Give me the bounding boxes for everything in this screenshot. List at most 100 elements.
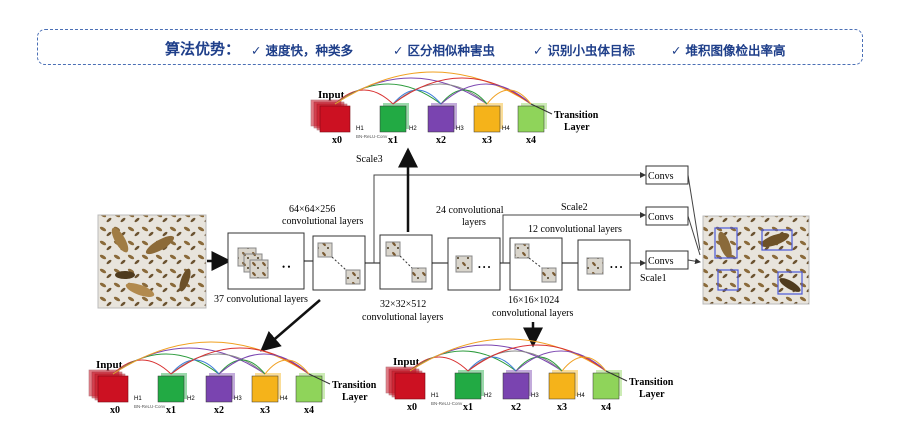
scale2-label: Scale2 — [561, 202, 588, 213]
layer-label: Layer — [564, 122, 590, 133]
stage4-block: • • • — [447, 237, 501, 291]
node-label-x3: x3 — [260, 405, 270, 416]
node-label-x0: x0 — [407, 402, 417, 413]
dense-connection — [170, 347, 310, 375]
scale1-label: Scale1 — [640, 273, 667, 284]
node-label-x4: x4 — [526, 135, 536, 146]
dense-connection — [440, 83, 532, 105]
dense-connection — [392, 89, 442, 105]
banner-item-similar: ✓区分相似种害虫 — [393, 43, 495, 58]
dense-connection — [515, 356, 563, 372]
stage2-block — [312, 235, 366, 291]
node-cube-x1 — [454, 372, 482, 400]
input-label: Input — [393, 356, 420, 368]
banner-item-small: ✓识别小虫体目标 — [533, 43, 635, 58]
input-cube — [319, 105, 351, 133]
node-cube-x1 — [379, 105, 407, 133]
transition-label: Transition — [629, 377, 674, 388]
dense-connection — [112, 359, 172, 375]
node-label-x2: x2 — [214, 405, 224, 416]
transition-arrow — [605, 370, 628, 382]
convs-label-1: Convs — [648, 256, 674, 267]
check-icon: ✓ — [533, 43, 544, 58]
transition-arrow — [308, 373, 331, 385]
label-37: 37 convolutional layers — [214, 294, 308, 305]
node-label-x1: x1 — [388, 135, 398, 146]
transition-label: Transition — [554, 110, 599, 121]
dense-connection — [561, 356, 607, 372]
label-32: 32×32×512 — [380, 299, 426, 310]
h-label-2: H2 — [409, 126, 417, 132]
bn-label: BN-ReLU-Conv — [431, 401, 463, 406]
dots-1: • • — [282, 262, 291, 272]
h-label-3: H3 — [456, 126, 464, 132]
check-icon: ✓ — [671, 43, 682, 58]
node-cube-x4 — [592, 372, 620, 400]
input-image — [97, 214, 207, 309]
bn-label: BN-ReLU-Conv — [356, 134, 388, 139]
label-16b: convolutional layers — [492, 308, 573, 319]
node-cube-x1 — [157, 375, 185, 403]
label-32b: convolutional layers — [362, 312, 443, 323]
stage3-block — [379, 234, 433, 290]
dense-connection — [264, 359, 310, 375]
node-cube-x4 — [517, 105, 545, 133]
label-12: 12 convolutional layers — [528, 224, 622, 235]
h-label-4: H4 — [280, 396, 288, 402]
dense-connection — [218, 359, 266, 375]
input-label: Input — [318, 89, 345, 101]
advantages-banner: 算法优势： ✓速度快，种类多 ✓区分相似种害虫 ✓识别小虫体目标 ✓堆积图像检出… — [37, 29, 863, 65]
convs-box-3 — [645, 165, 689, 185]
h-label-3: H3 — [234, 396, 242, 402]
h-label-1: H1 — [134, 396, 142, 402]
h-label-1: H1 — [356, 126, 364, 132]
dense-connection — [467, 356, 517, 372]
h-label-1: H1 — [431, 393, 439, 399]
stage5-block — [509, 237, 563, 291]
node-cube-x2 — [427, 105, 455, 133]
output-image — [702, 215, 810, 305]
dense-connection — [486, 89, 532, 105]
banner-title: 算法优势： — [165, 40, 241, 58]
transition-arrow — [530, 103, 553, 115]
h-label-4: H4 — [577, 393, 585, 399]
node-label-x0: x0 — [110, 405, 120, 416]
input-label: Input — [96, 359, 123, 371]
node-cube-x2 — [205, 375, 233, 403]
node-cube-x3 — [548, 372, 576, 400]
stage6-block: • • • — [577, 239, 631, 291]
branch-lines — [373, 172, 701, 266]
dense-connection — [334, 89, 394, 105]
transition-label: Transition — [332, 380, 377, 391]
node-label-x4: x4 — [601, 402, 611, 413]
h-label-2: H2 — [187, 396, 195, 402]
banner-item-speed: ✓速度快，种类多 — [251, 43, 353, 58]
svg-text:• • •: • • • — [610, 263, 623, 272]
dense-connection — [409, 356, 469, 372]
node-label-x2: x2 — [436, 135, 446, 146]
h-label-2: H2 — [484, 393, 492, 399]
scale3-label: Scale3 — [356, 154, 383, 165]
node-label-x3: x3 — [557, 402, 567, 413]
label-64b: convolutional layers — [282, 216, 363, 227]
node-label-x3: x3 — [482, 135, 492, 146]
node-label-x4: x4 — [304, 405, 314, 416]
layer-label: Layer — [639, 389, 665, 400]
banner-item-stacked: ✓堆积图像检出率高 — [671, 43, 786, 58]
dense-connection — [515, 350, 607, 372]
check-icon: ✓ — [251, 43, 262, 58]
dense-connection — [170, 359, 220, 375]
arrow-down-left — [260, 299, 321, 352]
dense-connection — [409, 338, 607, 372]
node-cube-x4 — [295, 375, 323, 403]
node-cube-x2 — [502, 372, 530, 400]
input-cube — [394, 372, 426, 400]
label-64: 64×64×256 — [289, 204, 335, 215]
convs-label-2: Convs — [648, 212, 674, 223]
convs-box-1 — [645, 250, 689, 270]
dense-connection — [218, 353, 310, 375]
